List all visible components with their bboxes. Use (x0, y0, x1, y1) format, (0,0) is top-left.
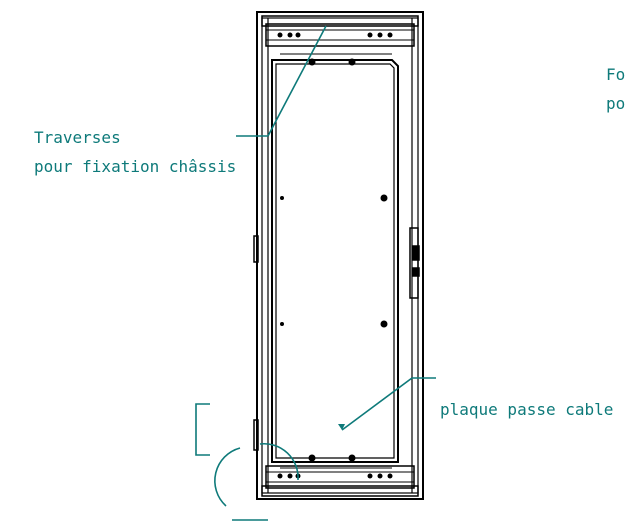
label-clipped-line2: po (606, 94, 625, 113)
leader-arrowhead (338, 424, 345, 430)
label-clipped-line1: Fo (606, 65, 625, 84)
label-traverses-line2: pour fixation châssis (34, 157, 236, 176)
leader-lines (195, 25, 436, 521)
side-hinges (253, 227, 420, 451)
bottom-rail (261, 465, 419, 497)
label-traverses-line1: Traverses (34, 128, 121, 147)
cabinet-outline (256, 11, 424, 500)
mounting-plate (271, 53, 399, 469)
top-rail (261, 15, 419, 47)
label-plaque-passe-cable: plaque passe cable (440, 400, 613, 419)
